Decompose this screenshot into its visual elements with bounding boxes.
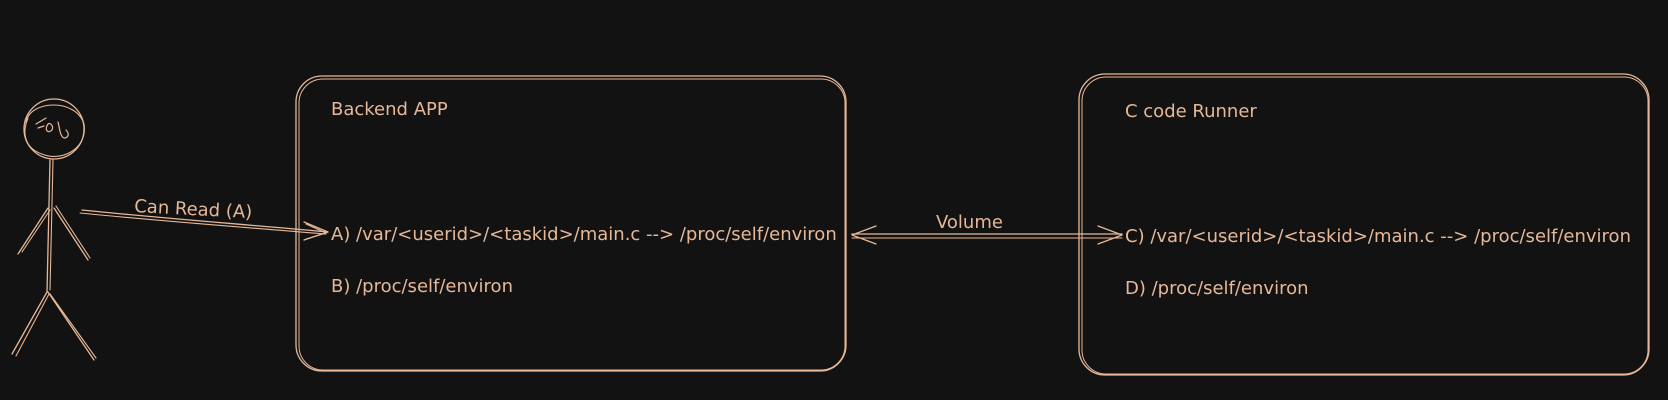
runner-path-c: C) /var/<userid>/<taskid>/main.c --> /pr… <box>1125 226 1631 247</box>
c-code-runner-box: C code Runner C) /var/<userid>/<taskid>/… <box>1078 73 1650 376</box>
backend-path-b: B) /proc/self/environ <box>331 276 513 297</box>
backend-path-a: A) /var/<userid>/<taskid>/main.c --> /pr… <box>331 224 837 245</box>
runner-path-d: D) /proc/self/environ <box>1125 278 1309 299</box>
stick-figure-icon <box>11 98 97 361</box>
can-read-arrow: Can Read (A) <box>79 196 329 241</box>
volume-label: Volume <box>936 212 1003 233</box>
c-code-runner-title: C code Runner <box>1125 101 1257 122</box>
backend-app-title: Backend APP <box>331 99 448 120</box>
volume-arrow: Volume <box>851 212 1123 245</box>
backend-app-box: Backend APP A) /var/<userid>/<taskid>/ma… <box>295 75 847 372</box>
